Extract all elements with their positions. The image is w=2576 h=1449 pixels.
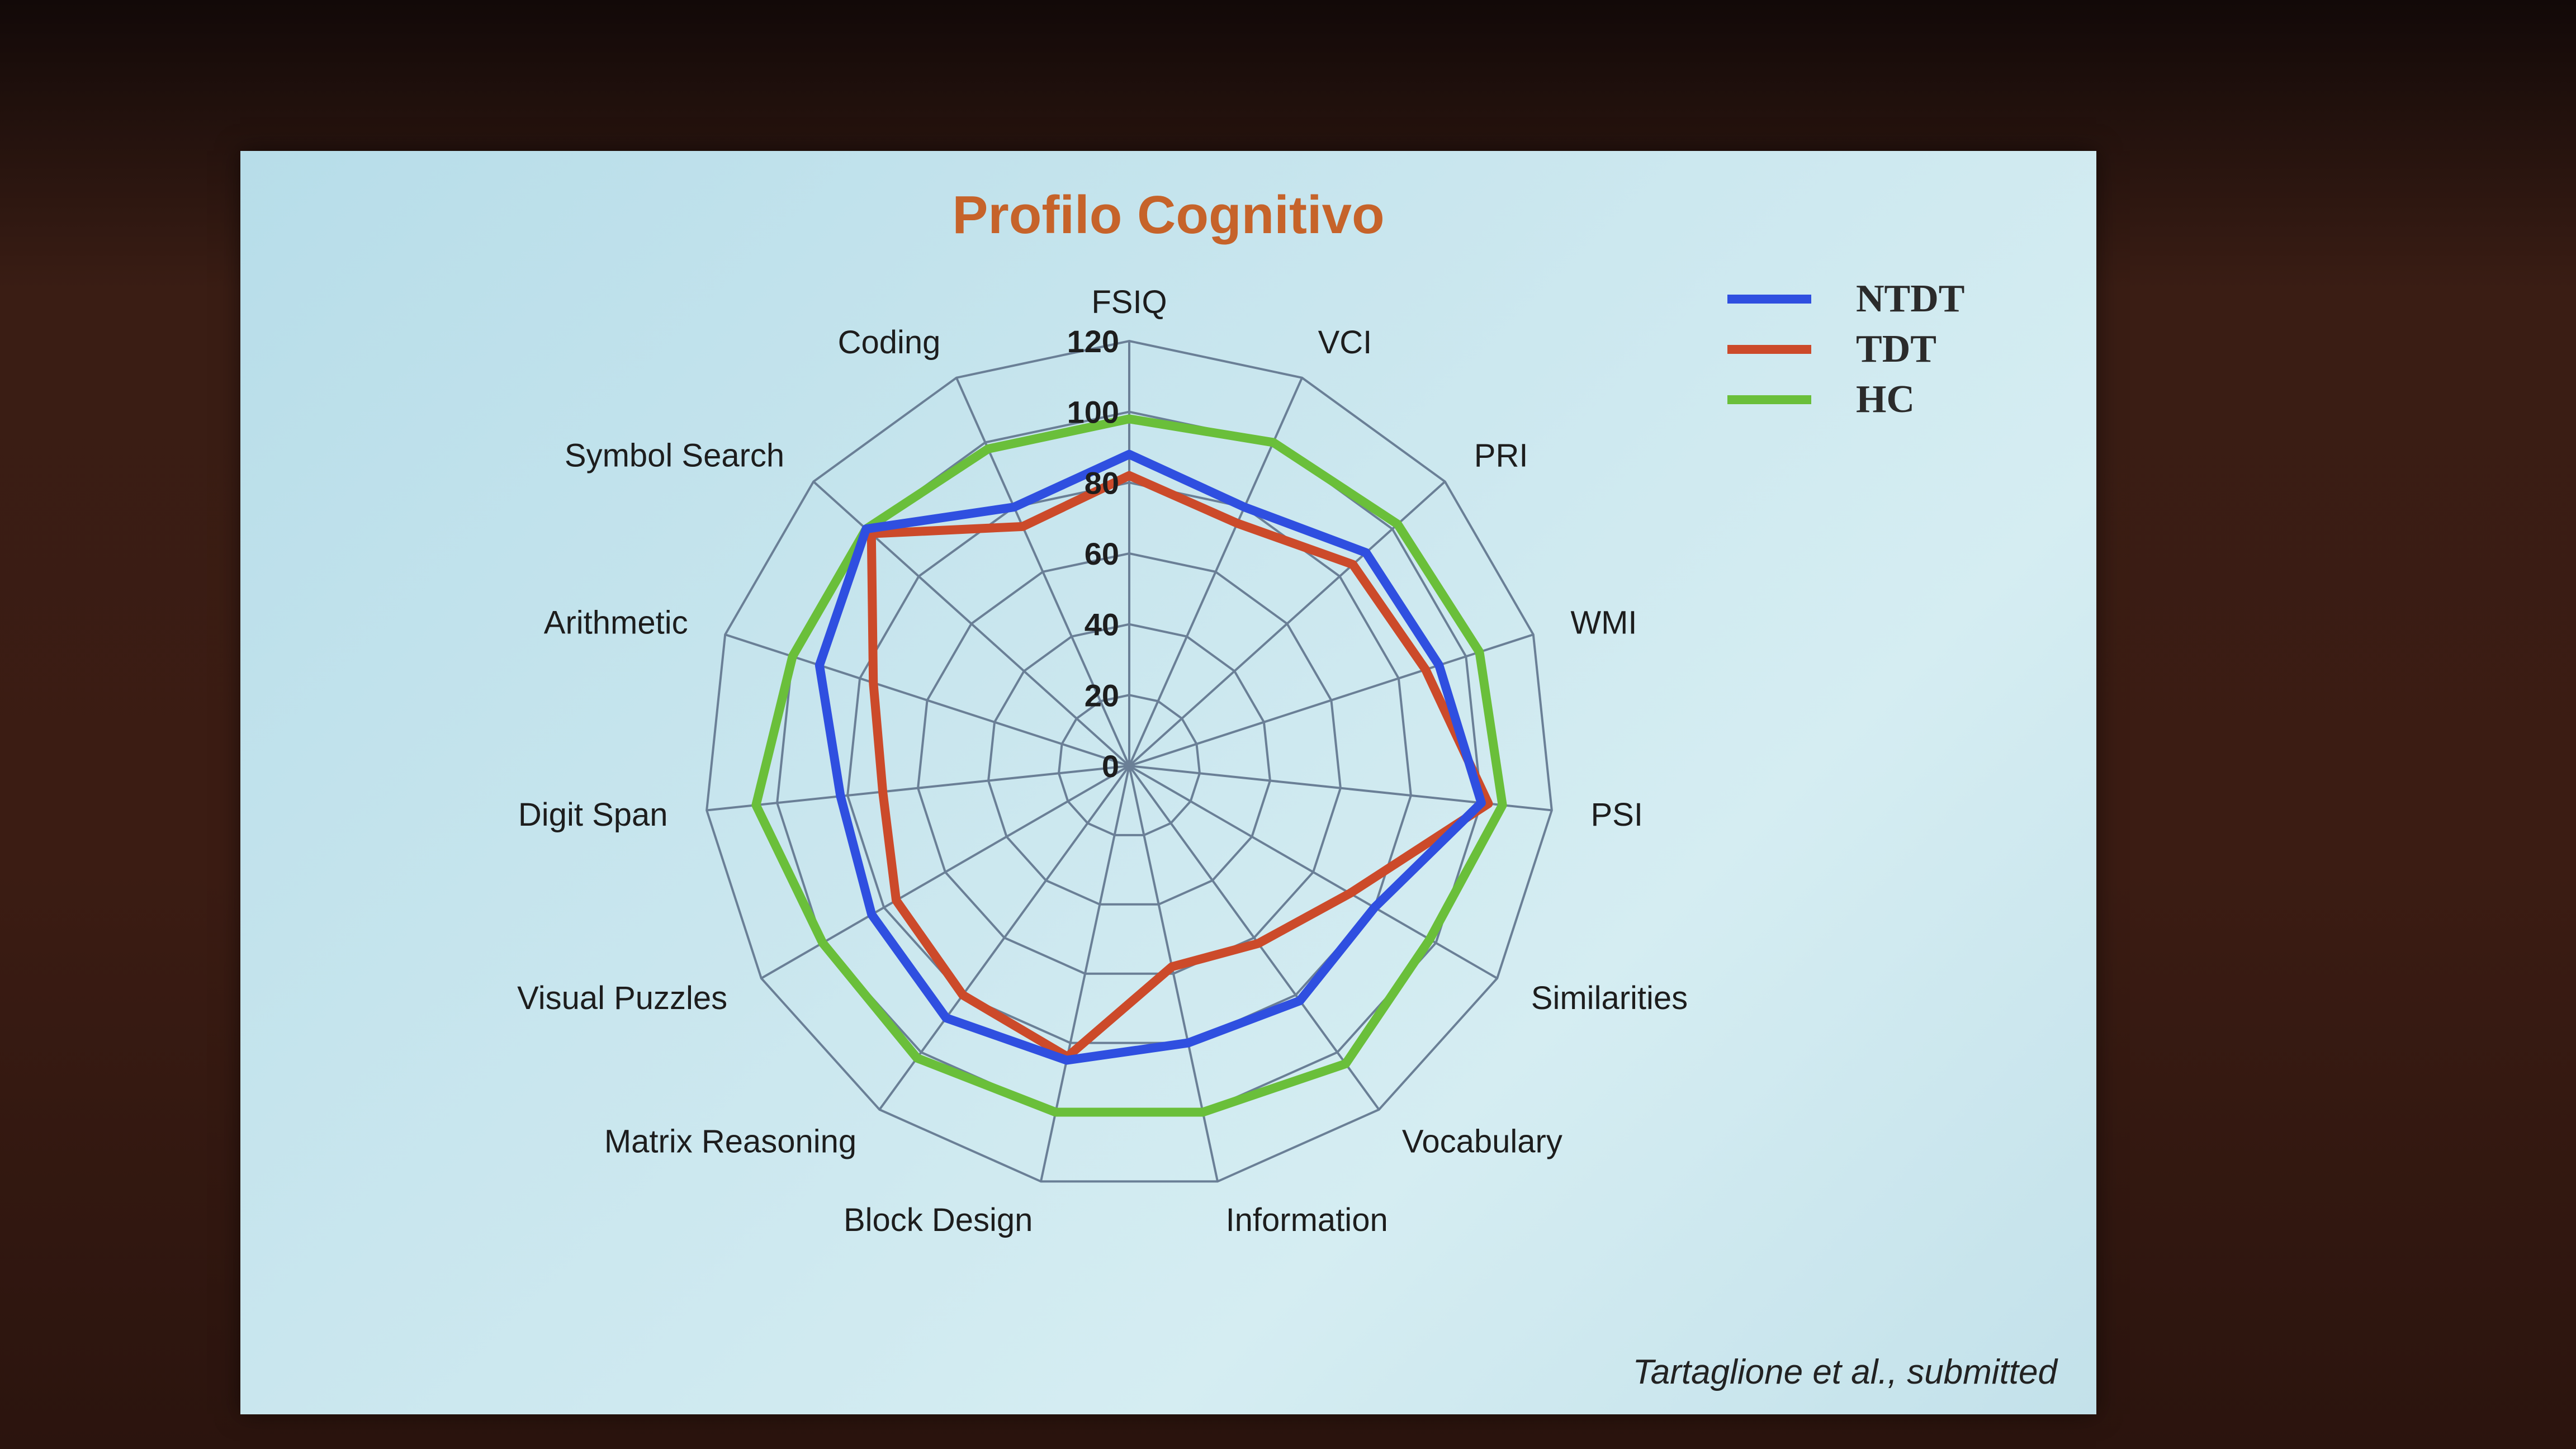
tick-label-20: 20 — [1085, 678, 1119, 713]
series-line-ntdt — [815, 449, 1486, 1065]
point-ntdt-psi — [1477, 799, 1485, 807]
axis-label-similarities: Similarities — [1531, 980, 1688, 1016]
legend-swatch-hc — [1727, 395, 1811, 404]
point-tdt-arithmetic — [869, 679, 878, 687]
point-hc-pri — [1394, 520, 1402, 528]
axis-label-pri: PRI — [1474, 438, 1528, 474]
tick-label-100: 100 — [1067, 395, 1119, 430]
axis-label-block-design: Block Design — [844, 1202, 1033, 1238]
point-ntdt-similarities — [1370, 903, 1379, 912]
axis-label-vci: VCI — [1318, 324, 1372, 361]
point-tdt-similarities — [1346, 889, 1354, 897]
point-ntdt-block-design — [1063, 1056, 1071, 1064]
point-tdt-pri — [1349, 560, 1357, 569]
series-line-hc — [751, 414, 1507, 1117]
axis-label-wmi: WMI — [1570, 605, 1637, 641]
point-ntdt-visual-puzzles — [868, 911, 876, 918]
legend-item-tdt: TDT — [1727, 324, 1964, 375]
point-tdt-information — [1168, 963, 1176, 971]
chart-title: Profilo Cognitivo — [952, 185, 1385, 245]
tick-label-0: 0 — [1102, 749, 1119, 784]
axis-label-digit-span: Digit Span — [518, 797, 668, 833]
radar-chart: 0 20 40 60 80 100 120 FSIQ VCI PRI WMI PSI Similari… — [517, 284, 1688, 1238]
axis-label-symbol-search: Symbol Search — [565, 438, 784, 474]
legend-label-ntdt: NTDT — [1856, 277, 1965, 320]
axis-label-psi: PSI — [1590, 797, 1643, 833]
spoke-digit-span — [706, 765, 1130, 812]
point-hc-digit-span — [752, 801, 760, 809]
axis-label-arithmetic: Arithmetic — [544, 605, 688, 641]
point-tdt-vci — [1233, 519, 1242, 528]
tick-label-80: 80 — [1085, 465, 1119, 500]
point-ntdt-symbol-search — [862, 525, 870, 533]
spoke-matrix-reasoning — [878, 765, 1130, 1111]
point-hc-vocabulary — [1342, 1059, 1350, 1068]
point-ntdt-digit-span — [836, 792, 845, 801]
point-hc-psi — [1498, 801, 1507, 809]
grid-ring-120 — [705, 339, 1553, 1183]
axis-label-visual-puzzles: Visual Puzzles — [517, 980, 727, 1016]
legend-item-hc: HC — [1727, 375, 1964, 425]
legend: NTDT TDT HC — [1727, 274, 1964, 425]
legend-item-ntdt: NTDT — [1727, 274, 1964, 324]
point-hc-visual-puzzles — [818, 939, 827, 947]
grid-ring-20 — [1057, 694, 1201, 836]
legend-label-tdt: TDT — [1856, 328, 1936, 371]
point-tdt-matrix-reasoning — [959, 991, 967, 999]
point-hc-wmi — [1475, 648, 1484, 656]
spoke-symbol-search — [812, 480, 1130, 767]
radar-series-layer — [751, 414, 1507, 1117]
spoke-pri — [1128, 480, 1446, 767]
point-ntdt-information — [1184, 1039, 1192, 1047]
point-ntdt-fsiq — [1125, 450, 1133, 458]
axis-label-information: Information — [1226, 1202, 1388, 1238]
point-tdt-vocabulary — [1254, 939, 1262, 948]
point-ntdt-coding — [1010, 503, 1018, 512]
grid-ring-80 — [846, 481, 1412, 1044]
series-line-tdt — [866, 471, 1493, 1062]
point-hc-block-design — [1052, 1108, 1060, 1116]
axis-label-vocabulary: Vocabulary — [1402, 1123, 1562, 1159]
radar-tick-labels: 0 20 40 60 80 100 120 — [1067, 324, 1119, 784]
point-hc-matrix-reasoning — [913, 1054, 921, 1062]
point-ntdt-matrix-reasoning — [942, 1014, 950, 1022]
legend-swatch-tdt — [1727, 345, 1811, 354]
point-tdt-digit-span — [879, 788, 887, 796]
point-hc-similarities — [1426, 935, 1434, 944]
point-tdt-wmi — [1422, 665, 1430, 674]
radar-axis-labels: FSIQ VCI PRI WMI PSI SimilaritiesVocabularyIn… — [517, 284, 1688, 1238]
point-tdt-visual-puzzles — [892, 896, 901, 905]
point-hc-arithmetic — [788, 652, 797, 661]
spoke-similarities — [1128, 765, 1498, 979]
point-hc-fsiq — [1125, 415, 1133, 423]
axis-label-coding: Coding — [838, 324, 941, 361]
point-ntdt-wmi — [1435, 661, 1443, 669]
spoke-vocabulary — [1128, 765, 1380, 1111]
axis-label-fsiq: FSIQ — [1091, 284, 1167, 320]
spoke-coding — [955, 377, 1130, 766]
tick-label-120: 120 — [1067, 324, 1119, 359]
point-ntdt-vci — [1240, 503, 1249, 512]
point-tdt-coding — [1019, 522, 1027, 531]
tick-label-60: 60 — [1085, 536, 1119, 571]
tick-label-40: 40 — [1085, 607, 1119, 642]
grid-ring-40 — [987, 623, 1271, 906]
point-hc-information — [1199, 1108, 1207, 1116]
spoke-wmi — [1129, 633, 1534, 767]
point-hc-vci — [1269, 438, 1277, 447]
point-ntdt-pri — [1362, 548, 1370, 557]
point-hc-coding — [984, 444, 992, 453]
grid-ring-60 — [917, 552, 1342, 975]
presentation-slide: Profilo Cognitivo 0 20 40 60 80 100 120 FSIQ VC… — [240, 151, 2096, 1414]
legend-label-hc: HC — [1856, 378, 1915, 421]
legend-swatch-ntdt — [1727, 295, 1811, 304]
axis-label-matrix-reasoning: Matrix Reasoning — [604, 1123, 856, 1159]
point-ntdt-vocabulary — [1296, 997, 1304, 1005]
point-tdt-fsiq — [1125, 471, 1133, 480]
point-tdt-psi — [1484, 799, 1493, 808]
point-ntdt-arithmetic — [815, 661, 823, 669]
citation: Tartaglione et al., submitted — [1632, 1353, 2057, 1391]
